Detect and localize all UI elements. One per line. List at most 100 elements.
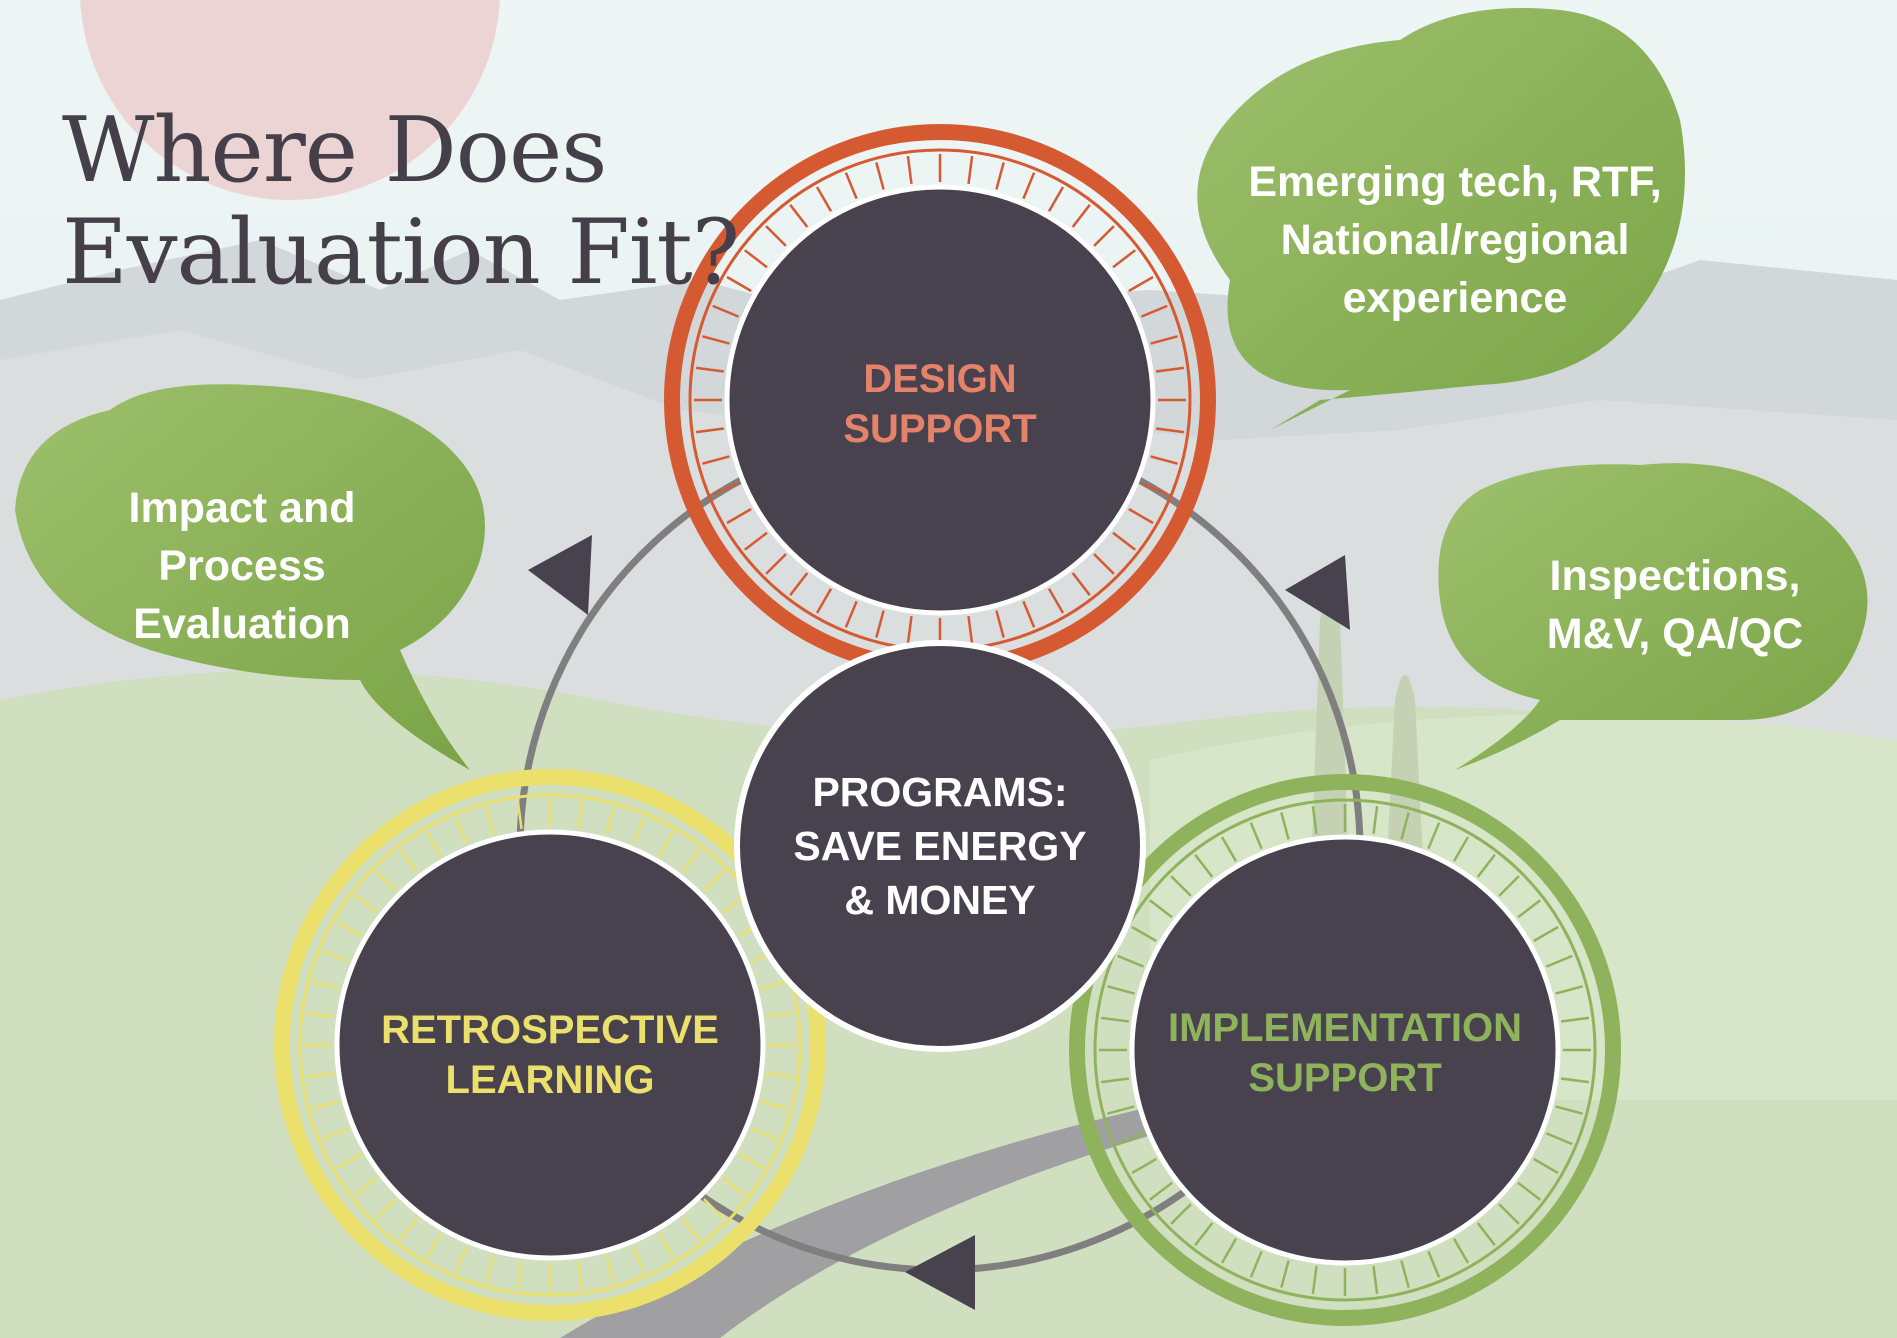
ring-tick	[1311, 805, 1318, 835]
ring-tick	[399, 849, 419, 873]
bubble-emerging: Emerging tech, RTF, National/regional ex…	[1197, 8, 1685, 430]
ring-tick	[967, 615, 974, 645]
ring-tick	[1170, 1203, 1192, 1225]
center-disc	[734, 640, 1146, 1052]
ring-tick	[375, 1198, 397, 1220]
ring-tick	[702, 455, 730, 465]
center-label-line2: SAVE ENERGY	[793, 823, 1086, 869]
ring-tick	[1476, 1222, 1496, 1246]
title-line-1: Where Does	[62, 98, 607, 203]
ring-tick	[1194, 854, 1214, 878]
ring-tick	[1117, 954, 1145, 968]
ring-tick	[322, 1127, 350, 1141]
ring-tick	[1427, 822, 1441, 850]
ring-tick	[399, 1217, 419, 1241]
ring-tick	[1311, 1265, 1318, 1295]
design-ring-ticks	[694, 154, 1186, 646]
ring-tick	[632, 817, 646, 845]
ring-tick	[485, 1255, 495, 1283]
ring-tick	[322, 949, 350, 963]
ring-tick	[726, 275, 752, 293]
ring-tick	[1131, 925, 1157, 943]
ring-tick	[703, 1198, 725, 1220]
ring-tick	[632, 1245, 646, 1273]
ring-tick	[1249, 1250, 1263, 1278]
bubble-impact-line2: Process	[158, 542, 325, 590]
ring-tick	[1427, 1250, 1441, 1278]
ring-tick	[1149, 899, 1173, 919]
ring-tick	[1170, 875, 1192, 897]
ring-tick	[789, 204, 809, 228]
ring-tick	[425, 1233, 443, 1259]
ring-tick	[605, 1255, 615, 1283]
bubble-inspections-line2: M&V, QA/QC	[1547, 610, 1803, 658]
ring-tick	[726, 507, 752, 525]
ring-tick	[844, 172, 858, 200]
retrospective-learning-node: RETROSPECTIVE LEARNING	[274, 769, 826, 1321]
design-disc	[724, 184, 1156, 616]
ring-tick	[312, 980, 340, 990]
ring-tick	[336, 1152, 362, 1170]
ring-tick	[516, 1260, 523, 1290]
ring-tick	[1533, 1157, 1559, 1175]
ring-tick	[657, 831, 675, 857]
ring-tick	[354, 894, 378, 914]
ring-tick	[1107, 1105, 1135, 1115]
ring-tick	[1517, 899, 1541, 919]
bubble-inspections: Inspections, M&V, QA/QC	[1438, 463, 1868, 770]
ring-tick	[995, 162, 1005, 190]
retro-ring-ticks	[304, 799, 796, 1291]
ring-tick	[1047, 186, 1065, 212]
road	[560, 1100, 1240, 1338]
ring-tick	[454, 1245, 468, 1273]
ring-tick	[305, 1011, 335, 1018]
ring-tick	[1022, 172, 1036, 200]
impl-label-line2: SUPPORT	[1248, 1056, 1441, 1100]
ring-tick	[485, 807, 495, 835]
ring-tick	[844, 600, 858, 628]
ring-tick	[750, 1127, 778, 1141]
bubble-inspections-line1: Inspections,	[1550, 552, 1801, 600]
ring-tick	[738, 1152, 764, 1170]
programs-center-node: PROGRAMS: SAVE ENERGY & MONEY	[734, 640, 1146, 1052]
ring-tick	[1545, 1132, 1573, 1146]
ring-tick	[375, 870, 397, 892]
ring-tick	[1149, 1181, 1173, 1201]
ring-tick	[1517, 1181, 1541, 1201]
ring-tick	[1498, 875, 1520, 897]
ring-tick	[1400, 812, 1410, 840]
ring-tick	[1107, 985, 1135, 995]
cycle-arrow-bottom	[905, 1235, 975, 1310]
ring-tick	[765, 225, 787, 247]
ring-tick	[354, 1176, 378, 1196]
ring-tick	[1112, 531, 1136, 551]
ring-tick	[1555, 1105, 1583, 1115]
ring-tick	[1112, 249, 1136, 269]
ring-tick	[760, 980, 788, 990]
ring-tick	[703, 870, 725, 892]
ring-tick	[1220, 836, 1238, 862]
ring-tick	[1022, 600, 1036, 628]
ring-tick	[1452, 836, 1470, 862]
impl-ring-ticks	[1099, 804, 1591, 1296]
ring-tick	[454, 817, 468, 845]
retro-label-line1: RETROSPECTIVE	[381, 1008, 719, 1052]
bubble-impact-line1: Impact and	[129, 484, 356, 532]
ring-tick	[815, 588, 833, 614]
ring-tick	[577, 1260, 584, 1290]
retro-label-line2: LEARNING	[446, 1058, 655, 1102]
ring-tick	[1047, 588, 1065, 614]
impl-disc	[1129, 834, 1561, 1266]
ring-tick	[765, 1072, 795, 1079]
ring-tick	[681, 849, 701, 873]
ring-tick	[995, 610, 1005, 638]
ring-tick	[1140, 482, 1168, 496]
ring-tick	[1220, 1238, 1238, 1264]
ring-tick	[1452, 1238, 1470, 1264]
ring-tick	[1071, 572, 1091, 596]
ring-tick	[1150, 335, 1178, 345]
design-support-node: DESIGN SUPPORT	[664, 124, 1216, 676]
ring-tick	[1280, 1260, 1290, 1288]
retro-disc	[334, 829, 766, 1261]
